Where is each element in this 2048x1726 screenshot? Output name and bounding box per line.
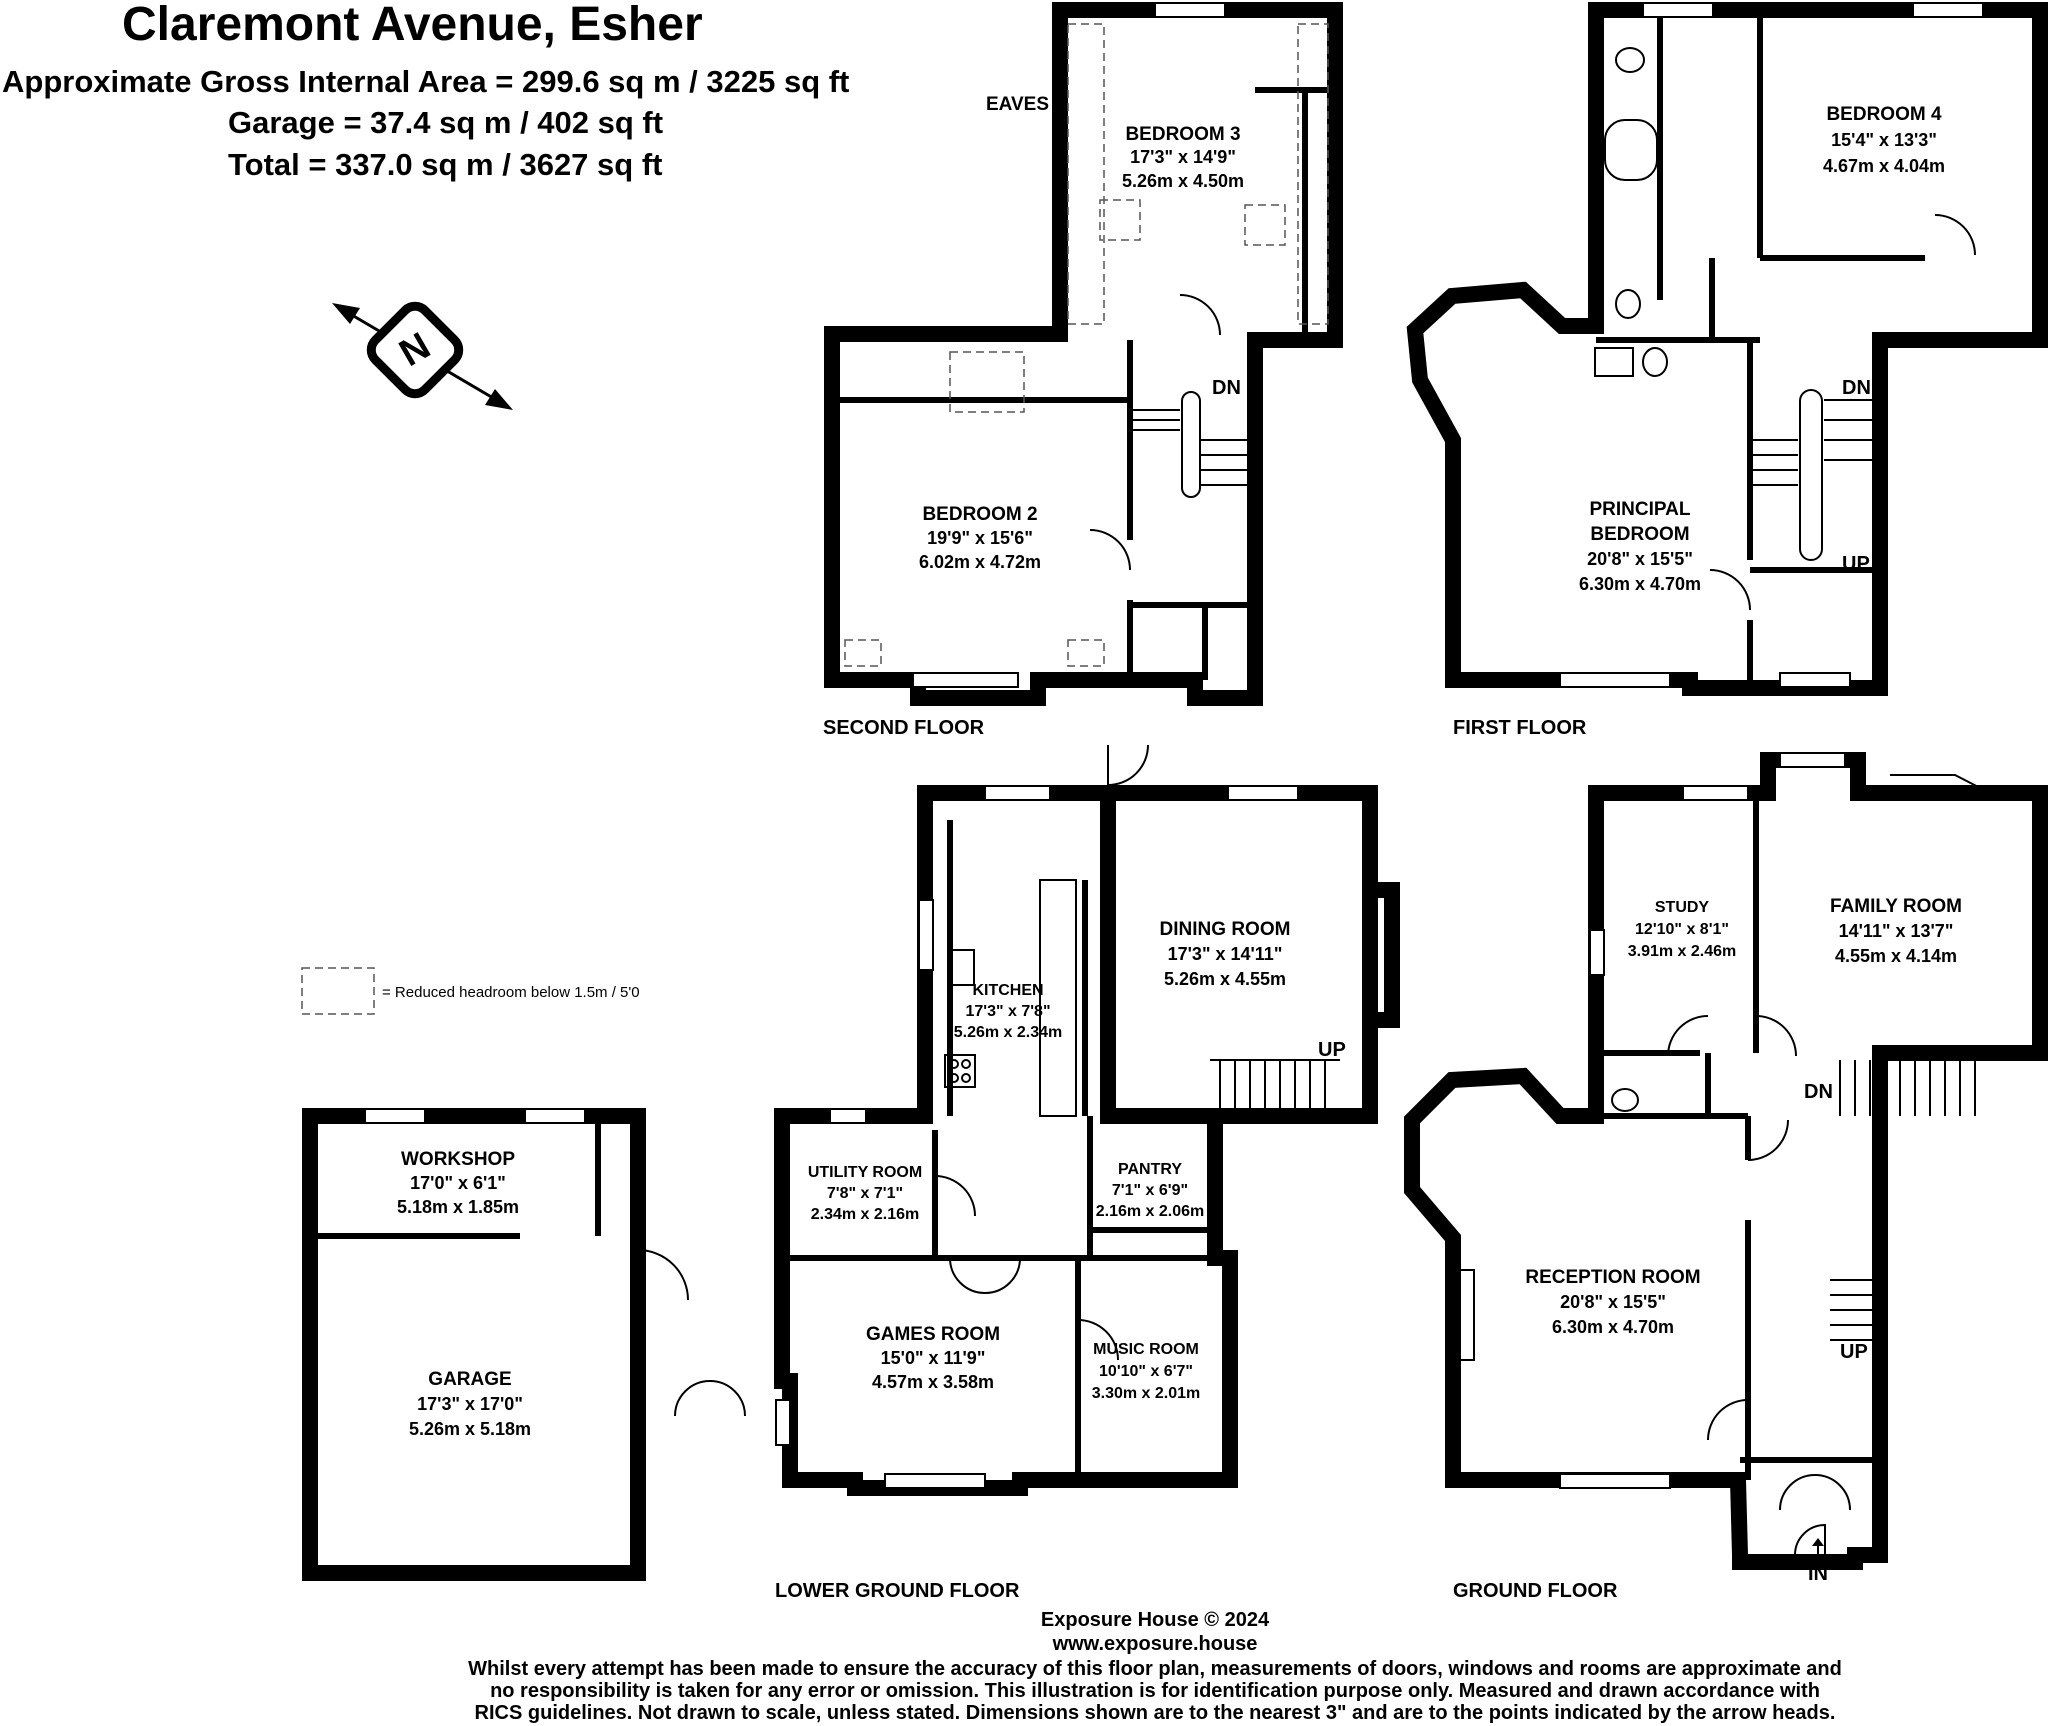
lower-ground-floor-plan: UP WORKSHOP 17'0" x 6'1" 5.18m x 1.85m G…	[302, 744, 1400, 1602]
footer: Exposure House © 2024 www.exposure.house…	[468, 1609, 1842, 1724]
second-floor-stair-dn: DN	[1212, 377, 1241, 399]
reduced-headroom-swatch	[301, 967, 375, 1015]
first-floor-plan: DN UP BEDROOM 4 15'4" x 13'3" 4.67m x 4.…	[1406, 2, 2048, 739]
garage-metric: 5.26m x 5.18m	[409, 1419, 531, 1439]
workshop-name: WORKSHOP	[401, 1149, 515, 1170]
family-room-name: FAMILY ROOM	[1830, 896, 1962, 917]
pantry-metric: 2.16m x 2.06m	[1096, 1203, 1205, 1220]
kitchen-name: KITCHEN	[972, 982, 1043, 999]
games-room: GAMES ROOM 15'0" x 11'9" 4.57m x 3.58m	[866, 1324, 1000, 1392]
study-imperial: 12'10" x 8'1"	[1635, 921, 1729, 938]
family-room-imperial: 14'11" x 13'7"	[1839, 921, 1954, 941]
workshop-metric: 5.18m x 1.85m	[397, 1197, 519, 1217]
lower-ground-stair-up: UP	[1318, 1039, 1346, 1061]
entrance-label: IN	[1808, 1563, 1828, 1585]
bedroom-2-name: BEDROOM 2	[922, 504, 1037, 525]
pantry: PANTRY 7'1" x 6'9" 2.16m x 2.06m	[1096, 1161, 1205, 1220]
principal-bedroom-metric: 6.30m x 4.70m	[1579, 574, 1701, 594]
music-room-metric: 3.30m x 2.01m	[1092, 1385, 1201, 1402]
bedroom-2: BEDROOM 2 19'9" x 15'6" 6.02m x 4.72m	[919, 504, 1041, 572]
reception-room-metric: 6.30m x 4.70m	[1552, 1317, 1674, 1337]
dining-room-name: DINING ROOM	[1160, 919, 1291, 940]
dining-room-imperial: 17'3" x 14'11"	[1168, 944, 1283, 964]
utility-room-imperial: 7'8" x 7'1"	[827, 1185, 903, 1202]
pantry-imperial: 7'1" x 6'9"	[1112, 1182, 1188, 1199]
entrance-arrow-icon	[1812, 1538, 1824, 1558]
principal-bedroom-name-2: BEDROOM	[1590, 524, 1689, 545]
dining-room-metric: 5.26m x 4.55m	[1164, 969, 1286, 989]
garage-area: Garage = 37.4 sq m / 402 sq ft	[228, 105, 663, 140]
eaves-label: EAVES	[986, 94, 1049, 115]
disclaimer-line-1: Whilst every attempt has been made to en…	[468, 1658, 1842, 1680]
games-room-name: GAMES ROOM	[866, 1324, 1000, 1345]
website-text: www.exposure.house	[1052, 1633, 1258, 1655]
bedroom-4-imperial: 15'4" x 13'3"	[1831, 130, 1937, 150]
utility-room-name: UTILITY ROOM	[808, 1164, 922, 1181]
north-arrow-icon: N	[332, 301, 513, 410]
first-floor-stair-up: UP	[1842, 553, 1870, 575]
first-floor-label: FIRST FLOOR	[1453, 717, 1587, 739]
workshop: WORKSHOP 17'0" x 6'1" 5.18m x 1.85m	[397, 1149, 519, 1217]
disclaimer-line-2: no responsibility is taken for any error…	[490, 1680, 1820, 1702]
reception-room: RECEPTION ROOM 20'8" x 15'5" 6.30m x 4.7…	[1525, 1267, 1700, 1337]
music-room: MUSIC ROOM 10'10" x 6'7" 3.30m x 2.01m	[1092, 1341, 1201, 1402]
family-room: FAMILY ROOM 14'11" x 13'7" 4.55m x 4.14m	[1830, 896, 1962, 966]
utility-room-metric: 2.34m x 2.16m	[811, 1206, 920, 1223]
disclaimer-line-3: RICS guidelines. Not drawn to scale, unl…	[475, 1702, 1836, 1724]
principal-bedroom-name-1: PRINCIPAL	[1590, 499, 1691, 520]
garage: GARAGE 17'3" x 17'0" 5.26m x 5.18m	[409, 1369, 531, 1439]
kitchen-imperial: 17'3" x 7'8"	[965, 1003, 1050, 1020]
study-name: STUDY	[1655, 899, 1710, 916]
bedroom-3-imperial: 17'3" x 14'9"	[1130, 147, 1236, 167]
legend-text: = Reduced headroom below 1.5m / 5'0	[382, 984, 640, 1001]
study: STUDY 12'10" x 8'1" 3.91m x 2.46m	[1628, 899, 1737, 960]
garage-name: GARAGE	[428, 1369, 511, 1390]
kitchen-metric: 5.26m x 2.34m	[954, 1024, 1063, 1041]
bedroom-3-name: BEDROOM 3	[1125, 124, 1240, 145]
study-metric: 3.91m x 2.46m	[1628, 943, 1737, 960]
legend: = Reduced headroom below 1.5m / 5'0	[301, 967, 640, 1015]
games-room-imperial: 15'0" x 11'9"	[881, 1348, 986, 1368]
reception-room-name: RECEPTION ROOM	[1525, 1267, 1700, 1288]
first-floor-stair-dn: DN	[1842, 377, 1871, 399]
principal-bedroom-imperial: 20'8" x 15'5"	[1587, 549, 1693, 569]
ground-floor-label: GROUND FLOOR	[1453, 1580, 1618, 1602]
dining-room: DINING ROOM 17'3" x 14'11" 5.26m x 4.55m	[1160, 919, 1291, 989]
bedroom-4: BEDROOM 4 15'4" x 13'3" 4.67m x 4.04m	[1823, 104, 1945, 176]
ground-floor-plan: DN UP IN STUDY 12'10" x 8'1" 3.91m x 2.4…	[1404, 752, 2048, 1602]
bedroom-4-name: BEDROOM 4	[1826, 104, 1942, 125]
music-room-name: MUSIC ROOM	[1093, 1341, 1199, 1358]
lower-ground-floor-label: LOWER GROUND FLOOR	[775, 1580, 1020, 1602]
music-room-imperial: 10'10" x 6'7"	[1099, 1363, 1193, 1380]
gross-internal-area: Approximate Gross Internal Area = 299.6 …	[2, 64, 849, 99]
kitchen: KITCHEN 17'3" x 7'8" 5.26m x 2.34m	[954, 982, 1063, 1041]
bedroom-4-metric: 4.67m x 4.04m	[1823, 156, 1945, 176]
reception-room-imperial: 20'8" x 15'5"	[1560, 1292, 1666, 1312]
ground-floor-stair-dn: DN	[1804, 1081, 1833, 1103]
workshop-imperial: 17'0" x 6'1"	[410, 1173, 506, 1193]
property-title: Claremont Avenue, Esher	[122, 0, 703, 51]
second-floor-label: SECOND FLOOR	[823, 717, 985, 739]
principal-bedroom: PRINCIPAL BEDROOM 20'8" x 15'5" 6.30m x …	[1579, 499, 1701, 594]
second-floor-plan: DN EAVES BEDROOM 3 17'3" x 14'9" 5.26m x…	[823, 2, 1343, 739]
total-area: Total = 337.0 sq m / 3627 sq ft	[228, 147, 662, 182]
garage-imperial: 17'3" x 17'0"	[417, 1394, 523, 1414]
bedroom-3-metric: 5.26m x 4.50m	[1122, 171, 1244, 191]
ground-floor-stair-up: UP	[1840, 1341, 1868, 1363]
games-room-metric: 4.57m x 3.58m	[872, 1372, 994, 1392]
utility-room: UTILITY ROOM 7'8" x 7'1" 2.34m x 2.16m	[808, 1164, 922, 1223]
bedroom-3: BEDROOM 3 17'3" x 14'9" 5.26m x 4.50m	[1122, 124, 1244, 191]
bedroom-2-metric: 6.02m x 4.72m	[919, 552, 1041, 572]
bedroom-2-imperial: 19'9" x 15'6"	[927, 528, 1033, 548]
pantry-name: PANTRY	[1118, 1161, 1182, 1178]
header: Claremont Avenue, Esher Approximate Gros…	[2, 0, 849, 182]
copyright-text: Exposure House © 2024	[1041, 1609, 1270, 1631]
family-room-metric: 4.55m x 4.14m	[1835, 946, 1957, 966]
